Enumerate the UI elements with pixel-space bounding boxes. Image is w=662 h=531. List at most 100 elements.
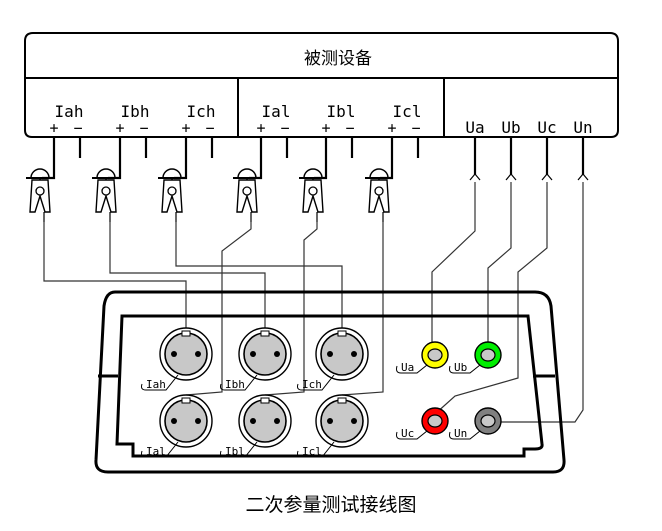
jack-label: Uc: [401, 427, 414, 440]
plus-sign: +: [181, 119, 190, 137]
jack-un: Un: [449, 407, 502, 440]
current-clamp-icon: [233, 168, 261, 222]
socket-ibh: Ibh: [220, 327, 292, 391]
jack-label: Ub: [454, 361, 467, 374]
wire-ub: [487, 182, 512, 347]
current-clamp-icon: [92, 168, 120, 222]
pin-icon: [327, 351, 333, 357]
socket-label: Ich: [302, 378, 322, 391]
label-leader: [396, 430, 428, 440]
wire-un: [500, 182, 584, 423]
jack-ua: Ua: [396, 341, 449, 374]
socket-key: [181, 330, 191, 337]
label-leader: [396, 364, 428, 374]
socket-key: [181, 397, 191, 404]
pin-icon: [274, 351, 280, 357]
jack-label: Ua: [401, 361, 414, 374]
wire-icl: [341, 222, 384, 396]
minus-sign: −: [139, 119, 148, 137]
channel-label-ibl: Ibl: [327, 102, 356, 121]
wire-iah: [43, 222, 187, 328]
socket-icl: Icl: [297, 394, 369, 458]
channel-label-iah: Iah: [55, 102, 84, 121]
voltage-label-uc: Uc: [537, 118, 556, 137]
current-clamp-icon: [365, 168, 393, 222]
label-leader: [449, 430, 481, 440]
voltage-label-ua: Ua: [465, 118, 484, 137]
label-leader: [220, 374, 258, 391]
jack-uc: Uc: [396, 407, 449, 440]
channel-label-icl: Icl: [393, 102, 422, 121]
socket-key: [260, 397, 270, 404]
wires: [43, 182, 584, 423]
pin-icon: [250, 418, 256, 424]
arrow-icon: [505, 173, 517, 181]
label-leader: [220, 441, 258, 458]
plus-terminal-lead: [42, 137, 56, 180]
socket-label: Ibl: [225, 445, 245, 458]
plus-sign: +: [321, 119, 330, 137]
jack-ub: Ub: [449, 341, 502, 374]
plus-terminal-lead: [174, 137, 188, 180]
minus-sign: −: [280, 119, 289, 137]
minus-sign: −: [345, 119, 354, 137]
plus-terminal-lead: [249, 137, 263, 180]
wire-ich: [175, 222, 343, 328]
voltage-label-ub: Ub: [501, 118, 520, 137]
pin-icon: [351, 351, 357, 357]
arrow-icon: [541, 173, 553, 181]
pin-icon: [250, 351, 256, 357]
current-clamp-icon: [299, 168, 327, 222]
plus-sign: +: [115, 119, 124, 137]
jack-hole: [480, 348, 496, 362]
current-clamp-icon: [158, 168, 186, 222]
label-leader: [449, 364, 481, 374]
wire-ibl: [264, 222, 318, 396]
pin-icon: [274, 418, 280, 424]
minus-sign: −: [411, 119, 420, 137]
label-leader: [297, 374, 335, 391]
channel-label-ibh: Ibh: [121, 102, 150, 121]
socket-key: [260, 330, 270, 337]
arrow-icon: [469, 173, 481, 181]
channel-label-ich: Ich: [187, 102, 216, 121]
current-clamps: [26, 168, 393, 222]
device-title: 被测设备: [304, 49, 372, 69]
pin-icon: [195, 418, 201, 424]
plus-sign: +: [256, 119, 265, 137]
minus-sign: −: [73, 119, 82, 137]
current-channel-labels: Iah+−Ibh+−Ich+−Ial+−Ibl+−Icl+−: [49, 102, 421, 137]
socket-ibl: Ibl: [220, 394, 292, 458]
plus-sign: +: [49, 119, 58, 137]
terminal-stubs: [42, 137, 589, 181]
minus-sign: −: [205, 119, 214, 137]
label-leader: [141, 441, 179, 458]
wire-ibh: [109, 222, 266, 328]
pin-icon: [171, 351, 177, 357]
jack-hole: [480, 414, 496, 428]
socket-label: Icl: [302, 445, 322, 458]
current-clamp-icon: [26, 168, 54, 222]
socket-label: Ial: [146, 445, 166, 458]
arrow-icon: [577, 173, 589, 181]
socket-ich: Ich: [297, 327, 369, 391]
socket-label: Ibh: [225, 378, 245, 391]
pin-icon: [351, 418, 357, 424]
plus-sign: +: [387, 119, 396, 137]
wire-uc: [434, 182, 548, 415]
jack-hole: [427, 348, 443, 362]
socket-key: [337, 330, 347, 337]
wire-ua: [431, 182, 476, 347]
jack-label: Un: [454, 427, 467, 440]
pin-icon: [171, 418, 177, 424]
plus-terminal-lead: [108, 137, 122, 180]
label-leader: [297, 441, 335, 458]
diagram-caption: 二次参量测试接线图: [245, 494, 417, 516]
device-box: [24, 32, 619, 138]
jack-hole: [427, 414, 443, 428]
instrument-body: [94, 290, 566, 474]
